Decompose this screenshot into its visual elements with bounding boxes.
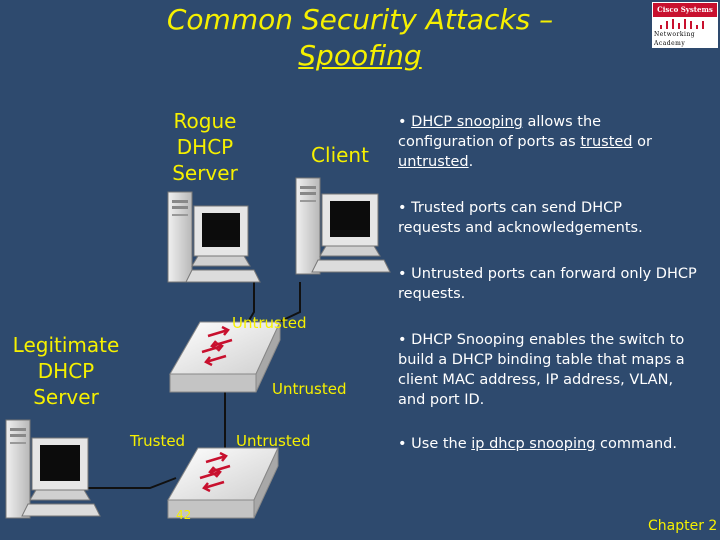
- slide-title-line-2: Spoofing: [298, 39, 422, 72]
- bullet-trusted-ports: • Trusted ports can send DHCP requests a…: [398, 200, 643, 236]
- bullet-dhcp-snooping-definition: • DHCP snooping allows the configuration…: [398, 114, 652, 170]
- cisco-networking-academy-logo: Cisco Systems Networking Academy: [652, 2, 718, 50]
- slide-title: Common Security Attacks – Spoofing: [110, 2, 610, 74]
- switch-top-icon: [169, 321, 281, 393]
- term-trusted: trusted: [580, 134, 633, 150]
- legit-label-line-1: Legitimate: [12, 333, 120, 357]
- page-number: 42: [176, 508, 192, 522]
- chapter-label: Chapter 2: [648, 518, 718, 534]
- link-legit-to-switch: [86, 477, 177, 489]
- legit-label-line-2: DHCP: [37, 359, 95, 383]
- client-label: Client: [311, 143, 369, 167]
- port-label-untrusted-top: Untrusted: [232, 314, 307, 332]
- bullet-untrusted-ports: • Untrusted ports can forward only DHCP …: [398, 266, 697, 302]
- bullet-command: • Use the ip dhcp snooping command.: [398, 436, 677, 452]
- switch-bottom-icon: [167, 447, 279, 519]
- legit-label-line-3: Server: [33, 385, 99, 409]
- port-label-trusted: Trusted: [130, 432, 186, 450]
- logo-sub-1: Networking: [652, 30, 718, 39]
- logo-brand: Cisco Systems: [652, 2, 718, 18]
- rogue-dhcp-server-computer-icon: [167, 191, 261, 283]
- term-untrusted: untrusted: [398, 154, 469, 170]
- client-computer-icon: [295, 177, 391, 275]
- port-label-untrusted-bottom: Untrusted: [236, 432, 311, 450]
- rogue-label-line-1: Rogue: [173, 109, 237, 133]
- command-ip-dhcp-snooping: ip dhcp snooping: [471, 436, 596, 452]
- rogue-dhcp-server-label: Rogue DHCP Server: [150, 108, 260, 186]
- rogue-label-line-3: Server: [172, 161, 238, 185]
- logo-sub-2: Academy: [652, 39, 718, 48]
- port-label-untrusted-right: Untrusted: [272, 380, 347, 398]
- rogue-label-line-2: DHCP: [176, 135, 234, 159]
- logo-bars-icon: [652, 18, 718, 30]
- legitimate-dhcp-server-label: Legitimate DHCP Server: [2, 332, 130, 410]
- link-rogue-to-switch: [247, 282, 255, 323]
- slide-title-line-1: Common Security Attacks –: [166, 3, 554, 36]
- term-dhcp-snooping: DHCP snooping: [411, 114, 523, 130]
- bullet-binding-table: • DHCP Snooping enables the switch to bu…: [398, 332, 685, 408]
- legitimate-dhcp-server-computer-icon: [5, 419, 101, 519]
